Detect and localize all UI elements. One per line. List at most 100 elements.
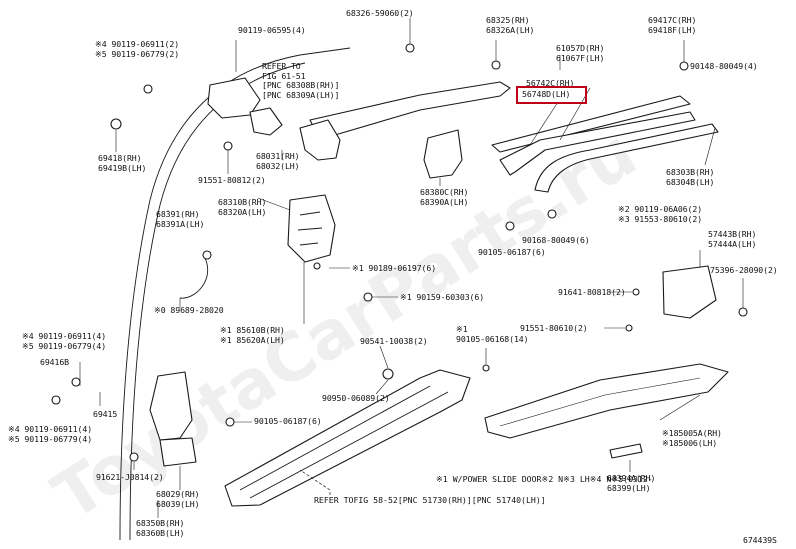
hinge-lower [249, 107, 283, 136]
label-68310[interactable]: 68310B(RH)68320A(LH) [218, 197, 266, 217]
label-line: 90541-10038(2) [360, 336, 428, 346]
label-68031[interactable]: 68031(RH)68032(LH) [256, 151, 300, 171]
screw-90119-c [51, 395, 61, 405]
label-69415[interactable]: 69415 [93, 409, 117, 420]
bracket-68380 [423, 129, 463, 179]
label-90105-06187[interactable]: 90105-06187(6) [478, 247, 546, 258]
label-line: ※5 90119-06779(4) [8, 433, 93, 444]
label-line: ※4 90119-06911(4) [8, 424, 93, 434]
label-line: 90105-06187(6) [478, 247, 546, 257]
upper-hinge [207, 77, 261, 119]
label-line: ※2 90119-06A06(2) [618, 204, 703, 214]
label-line: 68032(LH) [256, 160, 300, 171]
bolt-90159 [363, 292, 373, 302]
part-68394 [609, 443, 643, 459]
leader-refer-58 [299, 469, 331, 495]
diagram-code: 674439S [743, 535, 777, 545]
label-56748[interactable]: 56748D(LH) [522, 89, 571, 100]
label-line: 68380C(RH) [420, 187, 469, 197]
label-line: ※1 85620A(LH) [220, 334, 285, 345]
label-91551-80812[interactable]: 91551-80812(2) [198, 175, 266, 186]
leader-90950 [375, 379, 389, 395]
label-185005[interactable]: ※185005A(RH)※185006(LH) [662, 428, 722, 448]
bolt-90105-c [482, 364, 490, 372]
label-line: 90148-80049(4) [690, 61, 758, 71]
lower-rail-ribs [239, 385, 449, 499]
label-line: 90119-06595(4) [238, 25, 306, 35]
label-68303[interactable]: 68303B(RH)68304B(LH) [666, 167, 714, 187]
label-line: ※3 LH [563, 474, 590, 484]
label-69418[interactable]: 69418(RH)69419B(LH) [98, 153, 146, 173]
label-89689[interactable]: ※0 89689-28020 [154, 305, 224, 316]
label-56742[interactable]: 56742C(RH) [526, 78, 575, 89]
label-90541[interactable]: 90541-10038(2) [360, 336, 428, 347]
label-line: ※4 N [589, 474, 612, 484]
label-68325[interactable]: 68325(RH)68326A(LH) [486, 15, 535, 35]
label-69417[interactable]: 69417C(RH)69418F(LH) [648, 15, 696, 35]
leader-90541 [379, 345, 389, 369]
label-line: 75396-28090(2) [710, 265, 778, 275]
clip-68325 [491, 60, 501, 70]
bolt-91621 [129, 452, 139, 462]
floor-plate-ridge [499, 377, 701, 427]
label-line: 56742C(RH) [526, 78, 575, 88]
screw-91551-b [625, 324, 633, 332]
label-61057[interactable]: 61057D(RH)61067F(LH) [556, 43, 604, 63]
label-line: 56748D(LH) [522, 89, 571, 99]
label-line: 68350B(RH) [136, 518, 185, 528]
label-line: ※1 90189-06197(6) [352, 263, 437, 273]
label-90189[interactable]: ※1 90189-06197(6) [352, 263, 437, 274]
label-90119-06911-a[interactable]: ※4 90119-06911(2)※5 90119-06779(2) [95, 39, 180, 59]
label-57443[interactable]: 57443B(RH)57444A(LH) [708, 229, 756, 249]
label-line: 68326-59060(2) [346, 8, 414, 18]
label-68029[interactable]: 68029(RH)68039(LH) [156, 489, 200, 509]
label-line: ※5 90119-06779(2) [95, 48, 180, 59]
label-91551-80610[interactable]: 91551-80610(2) [520, 323, 588, 334]
label-90105-06187b[interactable]: 90105-06187(6) [254, 416, 322, 427]
label-line: 91621-J0814(2) [96, 472, 164, 482]
label-90168[interactable]: 90168-80049(6) [522, 235, 590, 246]
label-91621[interactable]: 91621-J0814(2) [96, 472, 164, 483]
label-85610[interactable]: ※1 85610B(RH)※1 85620A(LH) [220, 325, 285, 345]
bolt-91641 [632, 288, 640, 296]
rail-bracket [299, 119, 341, 161]
bolt-68326 [405, 43, 415, 53]
label-69416[interactable]: 69416B [40, 357, 69, 368]
leader-185005 [659, 394, 701, 421]
label-75396[interactable]: 75396-28090(2) [710, 265, 778, 276]
label-68380[interactable]: 68380C(RH)68390A(LH) [420, 187, 469, 207]
label-line: [PNC 68309A(LH)] [262, 89, 340, 100]
leader-57443 [699, 250, 744, 308]
bolt-69416 [71, 377, 81, 387]
roller-90541 [382, 368, 394, 380]
lock-details [297, 211, 323, 246]
label-68326[interactable]: 68326-59060(2) [346, 8, 414, 19]
label-line: 91641-80818(2) [558, 287, 626, 297]
label-line: FIG 58-52 [353, 495, 398, 505]
label-68391[interactable]: 68391(RH)68391A(LH) [156, 209, 204, 229]
leader-56748 [529, 101, 559, 146]
label-68350[interactable]: 68350B(RH)68360B(LH) [136, 518, 185, 538]
label-line: 68360B(LH) [136, 527, 185, 538]
label-line: ※1 90159-60303(6) [400, 292, 485, 302]
label-line: REFER TO [314, 495, 354, 505]
label-90950[interactable]: 90950-06089(2) [322, 393, 390, 404]
label-line: [PNC 68308B(RH)] [262, 80, 340, 91]
label-line: FIG 61-51 [262, 70, 306, 81]
label-90119-06a06[interactable]: ※2 90119-06A06(2)※3 91553-80610(2) [618, 204, 703, 224]
label-line: ※3 91553-80610(2) [618, 213, 703, 224]
label-90119-06595[interactable]: 90119-06595(4) [238, 25, 306, 36]
cable-end [202, 250, 212, 260]
label-68394[interactable]: 68394A(RH)68399(LH) [607, 473, 655, 493]
label-90119-06911-c[interactable]: ※4 90119-06911(4)※5 90119-06779(4) [8, 424, 93, 444]
label-91641[interactable]: 91641-80818(2) [558, 287, 626, 298]
label-90148[interactable]: 90148-80049(4) [690, 61, 758, 72]
label-line: 68326A(LH) [486, 24, 535, 35]
label-line: 69418(RH) [98, 153, 142, 163]
label-90119-06911-b[interactable]: ※4 90119-06911(4)※5 90119-06779(4) [22, 331, 107, 351]
label-90159[interactable]: ※1 90159-60303(6) [400, 292, 485, 303]
label-line: ※4 90119-06911(4) [22, 331, 107, 341]
